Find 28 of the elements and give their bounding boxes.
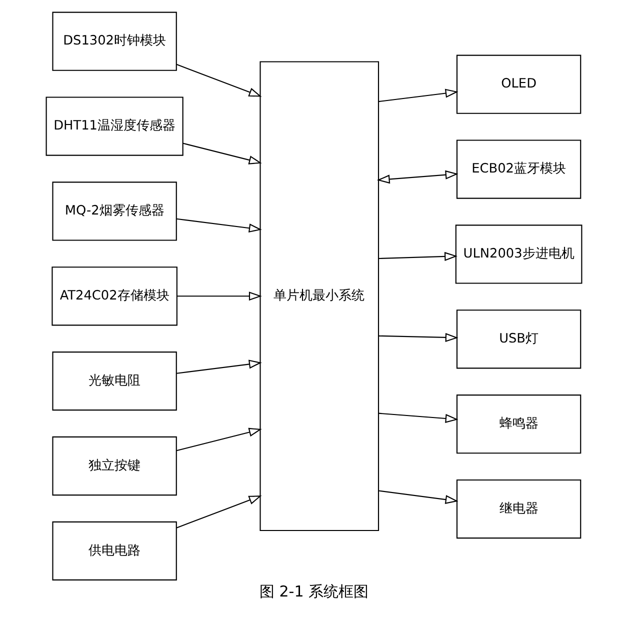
arrow	[376, 170, 458, 184]
node-box: USB灯	[456, 310, 581, 369]
arrow	[378, 332, 458, 342]
node-box: OLED	[456, 54, 581, 114]
arrow	[378, 252, 457, 261]
arrow	[182, 142, 262, 164]
arrow	[378, 490, 458, 504]
node-box: 供电电路	[52, 521, 176, 580]
node-box: 单片机最小系统	[259, 61, 379, 532]
node-box: DHT11温湿度传感器	[45, 96, 183, 156]
node-box: ULN2003步进电机	[454, 224, 582, 284]
node-box: 光敏电阻	[52, 352, 176, 411]
node-box: 蜂鸣器	[456, 394, 581, 454]
node-box: 独立按键	[52, 436, 176, 496]
arrow	[176, 64, 262, 97]
arrow	[176, 360, 262, 374]
arrow	[176, 292, 262, 301]
node-box: ECB02蓝牙模块	[456, 140, 581, 199]
arrow	[378, 412, 458, 423]
caption: 图 2-1 系统框图	[258, 582, 368, 600]
node-box: AT24C02存储模块	[51, 266, 177, 326]
arrow	[176, 496, 262, 528]
node-box: DS1302时钟模块	[52, 12, 176, 71]
arrow	[378, 88, 458, 102]
node-box: MQ-2烟雾传感器	[52, 182, 176, 241]
node-box: 继电器	[456, 479, 581, 539]
arrow	[176, 428, 262, 452]
arrow	[176, 218, 262, 233]
